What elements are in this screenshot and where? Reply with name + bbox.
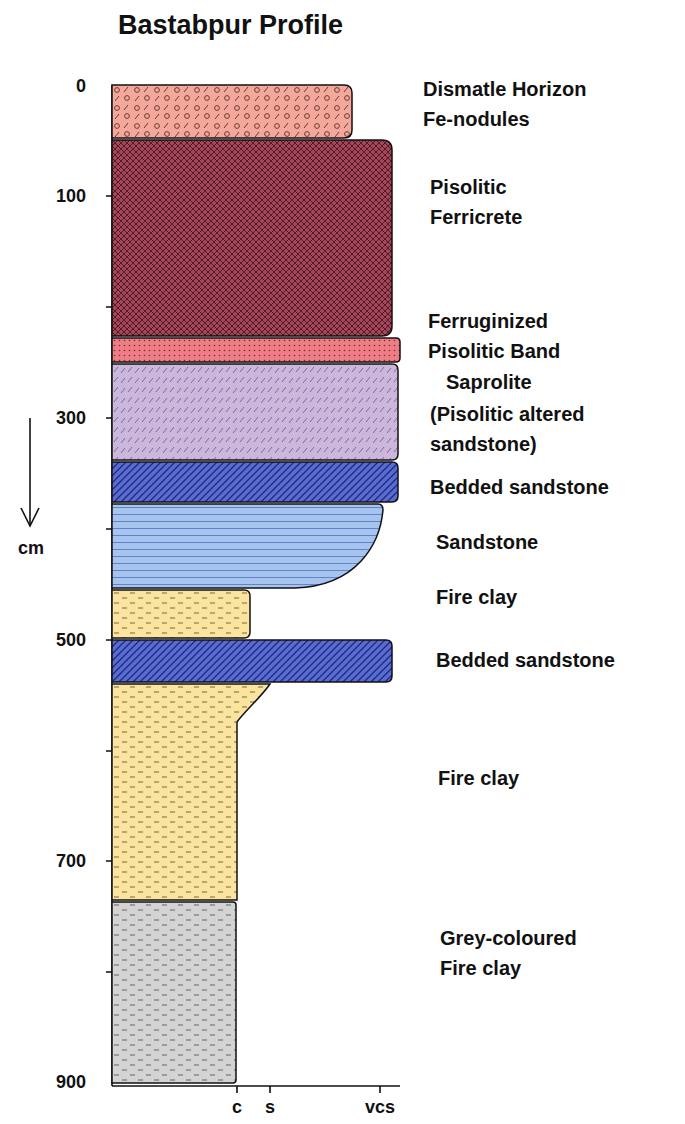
layer-label-box: Ferruginized Pisolitic Band	[428, 306, 578, 366]
layer-label: Fire clay	[436, 582, 676, 612]
stratum-layer: Bedded sandstone	[112, 640, 392, 682]
unit-label: cm	[18, 537, 44, 559]
stratum-layer: Pisolitic Ferricrete	[112, 140, 392, 336]
layer-fill	[112, 640, 392, 682]
layer-label: Fire clay	[438, 763, 678, 793]
grain-size-label: c	[232, 1096, 242, 1118]
layer-label-box: Dismatle Horizon Fe-nodules	[423, 74, 608, 134]
grain-size-label: s	[265, 1096, 275, 1118]
layer-label: Ferruginized Pisolitic Band	[428, 306, 578, 366]
grain-ticks	[237, 1086, 380, 1093]
layer-label-box: Pisolitic Ferricrete	[430, 172, 555, 232]
layer-fill	[112, 504, 383, 588]
depth-value: 700	[56, 850, 86, 872]
layer-fill	[112, 364, 398, 460]
depth-value: 500	[56, 629, 86, 651]
layer-label-box: Grey-coloured Fire clay	[440, 923, 602, 983]
layer-label-box: (Pisolitic altered sandstone)	[430, 399, 602, 459]
stratum-layer: Fire clay	[112, 684, 270, 900]
layer-label: Bedded sandstone	[436, 645, 676, 675]
depth-value: 0	[76, 75, 86, 97]
layer-label-box: Sandstone	[436, 527, 676, 557]
depth-ticks	[106, 196, 112, 972]
layer-label-box: Fire clay	[438, 763, 678, 793]
layer-label-box: Bedded sandstone	[430, 472, 680, 502]
layer-shape	[112, 590, 250, 638]
layer-fill	[112, 462, 398, 502]
stratum-layer: Fire clay	[112, 590, 250, 638]
layer-fill	[112, 140, 392, 336]
layer-shape	[112, 640, 392, 682]
layer-fill	[112, 684, 270, 900]
layer-label: Saprolite	[446, 367, 646, 397]
stratum-layer: Ferruginized Pisolitic Band	[112, 338, 400, 362]
depth-arrow-head	[21, 508, 39, 526]
layer-fill	[112, 338, 400, 362]
layer-shape	[112, 338, 400, 362]
layer-label: Bedded sandstone	[430, 472, 680, 502]
stratum-layer: Bedded sandstone	[112, 462, 398, 502]
layer-label: (Pisolitic altered sandstone)	[430, 399, 602, 459]
layer-shape	[112, 140, 392, 336]
layer-label: Sandstone	[436, 527, 676, 557]
layer-shape	[112, 902, 236, 1083]
layer-shape	[112, 364, 398, 460]
layer-label: Pisolitic Ferricrete	[430, 172, 555, 232]
layer-label-box: Fire clay	[436, 582, 676, 612]
profile-title: Bastabpur Profile	[118, 8, 343, 42]
stratum-layer: Dismatle Horizon Fe-nodules	[112, 85, 352, 138]
depth-arrow-shaft	[29, 418, 31, 525]
layer-fill	[112, 902, 236, 1083]
layer-shape	[112, 684, 270, 900]
grain-size-label: vcs	[365, 1096, 395, 1118]
layer-fill	[112, 590, 250, 638]
depth-value: 100	[56, 185, 86, 207]
stratum-layer: Sandstone	[112, 504, 383, 588]
layer-shape	[112, 504, 383, 588]
depth-value: 900	[56, 1071, 86, 1093]
grain-axis	[112, 1085, 400, 1087]
layer-label-box: Bedded sandstone	[436, 645, 676, 675]
stratum-layer: Grey-coloured Fire clay	[112, 902, 236, 1083]
layer-label: Grey-coloured Fire clay	[440, 923, 602, 983]
stratum-layer: Saprolite(Pisolitic altered sandstone)	[112, 364, 398, 460]
layer-label-box: Saprolite	[446, 367, 646, 397]
layer-label: Dismatle Horizon Fe-nodules	[423, 74, 608, 134]
depth-value: 300	[56, 407, 86, 429]
layer-fill	[112, 85, 352, 138]
layer-shape	[112, 85, 352, 138]
layer-shape	[112, 462, 398, 502]
